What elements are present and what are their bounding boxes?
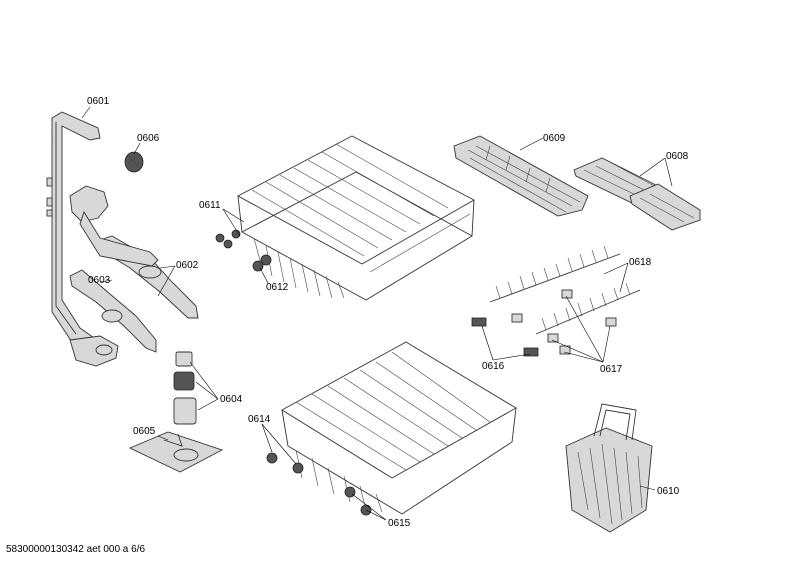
clips-drawing <box>471 289 617 357</box>
part-label-0614: 0614 <box>248 414 271 425</box>
part-label-0612: 0612 <box>266 282 289 293</box>
part-label-0611: 0611 <box>199 200 221 211</box>
part-label-0606: 0606 <box>137 133 160 144</box>
part-label-0602: 0602 <box>176 260 199 271</box>
cutlery-tray-drawing <box>453 135 589 217</box>
part-label-0616: 0616 <box>482 361 505 372</box>
part-label-0605: 0605 <box>133 426 156 437</box>
tine-rows-drawing <box>489 245 641 335</box>
folding-racks-drawing <box>573 157 701 231</box>
part-label-0608: 0608 <box>666 151 689 162</box>
nozzle-drawing <box>124 151 144 173</box>
part-label-0618: 0618 <box>629 257 652 268</box>
part-label-0603: 0603 <box>88 275 111 286</box>
pipe-connector-drawing <box>69 185 159 267</box>
part-label-0617: 0617 <box>600 364 623 375</box>
leader-lines <box>81 106 673 521</box>
upper-basket-drawing <box>215 135 475 301</box>
part-label-0609: 0609 <box>543 133 566 144</box>
supply-pipe-drawing <box>46 111 119 367</box>
part-label-0604: 0604 <box>220 394 243 405</box>
part-label-0601: 0601 <box>87 96 110 107</box>
filter-plate-drawing <box>128 431 224 473</box>
part-label-0610: 0610 <box>657 486 680 497</box>
part-label-0615: 0615 <box>388 518 411 529</box>
spray-arm-lower-drawing <box>69 269 157 353</box>
cutlery-basket-drawing <box>565 403 653 533</box>
document-footer-code: 58300000130342 aet 000 a 6/6 <box>6 544 146 555</box>
lower-basket-drawing <box>266 341 517 516</box>
filter-drawing <box>173 351 197 425</box>
